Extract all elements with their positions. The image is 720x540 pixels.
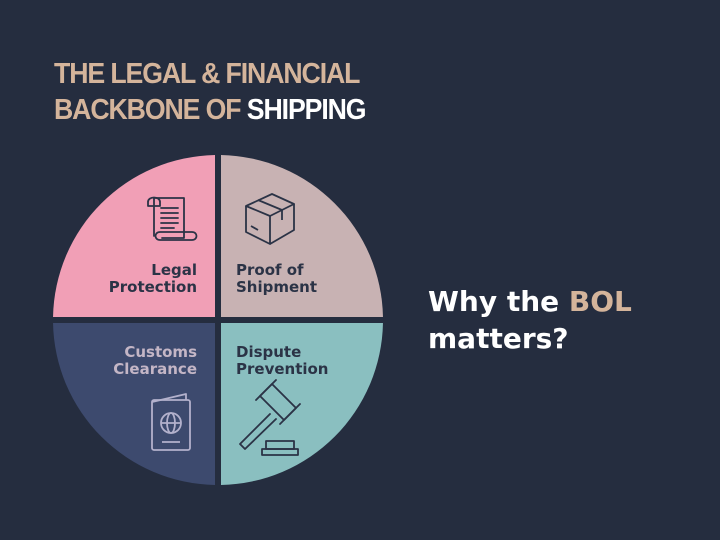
title-line-1: THE LEGAL & FINANCIAL: [54, 58, 360, 90]
quadrant-customs-clearance: [53, 323, 215, 485]
package-box-icon: [245, 193, 295, 245]
question-part-2: matters?: [428, 322, 569, 355]
gavel-icon: [239, 379, 301, 456]
question-part-1: Why the: [428, 285, 560, 318]
quadrant-dispute-prevention: [221, 323, 383, 485]
bol-question: Why the BOL matters?: [428, 283, 632, 357]
title-line-2-accent: BACKBONE OF: [54, 94, 242, 126]
question-accent-bol: BOL: [568, 285, 632, 318]
page-title: THE LEGAL & FINANCIAL BACKBONE OF SHIPPIN…: [54, 56, 367, 128]
quadrant-proof-of-shipment: [221, 155, 383, 317]
passport-icon: [151, 393, 191, 451]
title-highlight: SHIPPING: [246, 94, 367, 126]
scroll-icon: [147, 196, 198, 241]
quadrant-legal-protection: [53, 155, 215, 317]
